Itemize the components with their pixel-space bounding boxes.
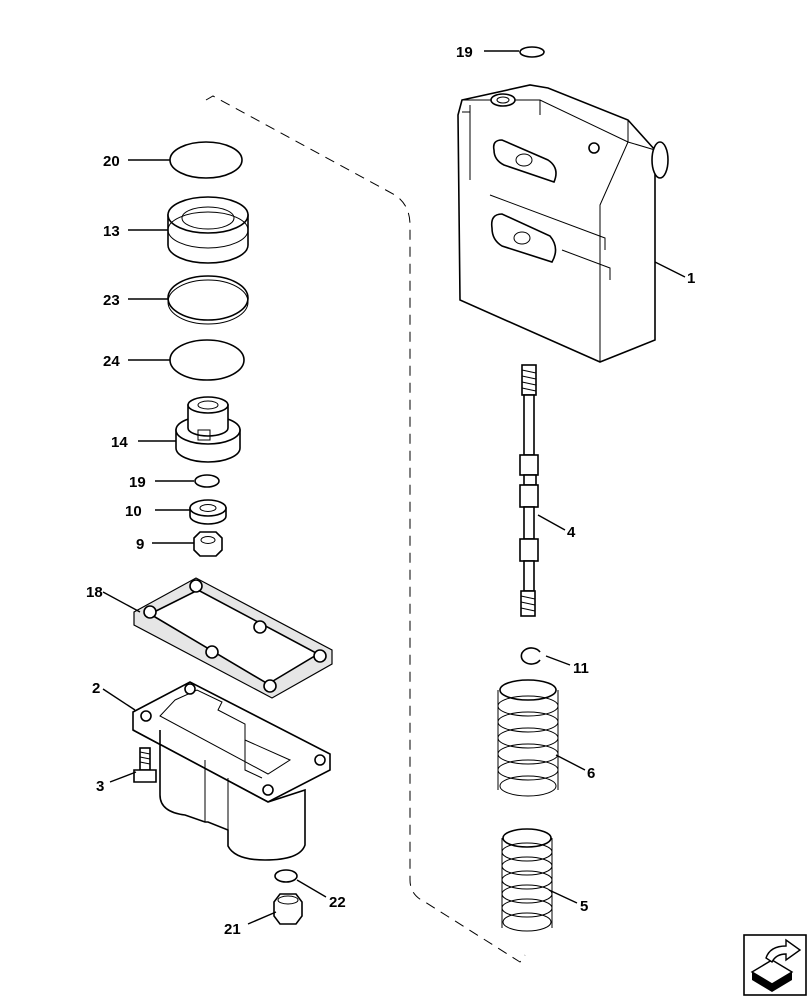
- part-5-small-spring: [501, 828, 553, 932]
- part-1-valve-block: [457, 84, 669, 363]
- part-24-o-ring: [169, 339, 245, 381]
- label-20: 20: [103, 153, 120, 170]
- label-21: 21: [224, 921, 241, 938]
- label-23: 23: [103, 292, 120, 309]
- label-11: 11: [573, 660, 589, 677]
- part-6-large-spring: [497, 679, 559, 797]
- part-19-small-ring: [194, 474, 220, 488]
- label-10: 10: [125, 503, 142, 520]
- part-2-housing: [132, 681, 331, 861]
- part-11-retaining-clip: [520, 647, 541, 665]
- label-9: 9: [136, 536, 144, 553]
- part-21-drain-plug: [273, 893, 303, 925]
- label-18: 18: [86, 584, 103, 601]
- part-3-bolt: [133, 747, 157, 783]
- part-18-gasket: [133, 577, 333, 699]
- label-22: 22: [329, 894, 346, 911]
- part-22-sealing-washer: [274, 869, 298, 883]
- part-23-backup-ring: [167, 275, 249, 325]
- label-19-top: 19: [456, 44, 473, 61]
- part-9-nut: [193, 531, 223, 557]
- part-14-retainer: [175, 396, 241, 463]
- label-3: 3: [96, 778, 104, 795]
- label-5: 5: [580, 898, 588, 915]
- part-13-seal: [167, 196, 249, 264]
- label-19-middle: 19: [129, 474, 146, 491]
- label-6: 6: [587, 765, 595, 782]
- label-2: 2: [92, 680, 100, 697]
- part-20-o-ring: [169, 141, 243, 179]
- arrow-box-icon[interactable]: [743, 934, 807, 996]
- label-14: 14: [111, 434, 128, 451]
- part-4-valve-spool: [519, 364, 539, 617]
- label-1: 1: [687, 270, 695, 287]
- part-19-top-ring: [519, 46, 545, 58]
- part-10-washer: [189, 499, 227, 525]
- label-13: 13: [103, 223, 120, 240]
- label-24: 24: [103, 353, 120, 370]
- label-4: 4: [567, 524, 576, 541]
